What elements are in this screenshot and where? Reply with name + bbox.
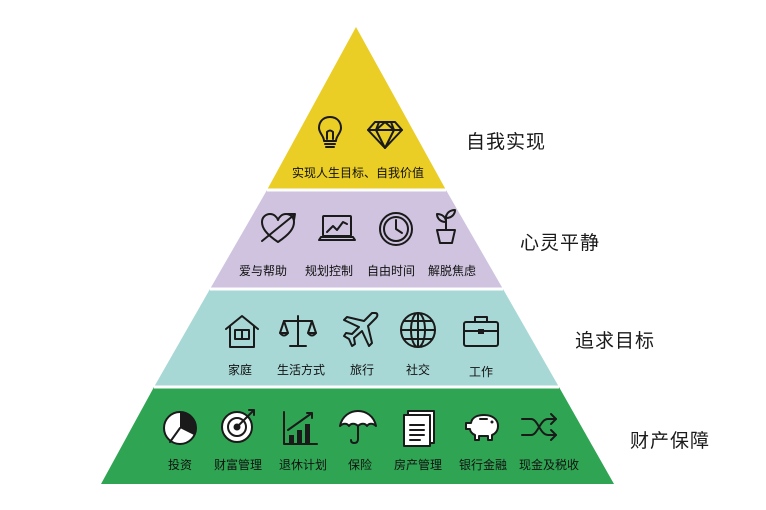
label-property-management: 房产管理 xyxy=(393,458,443,472)
label-family: 家庭 xyxy=(227,363,253,377)
clock-icon xyxy=(376,209,416,249)
tier-4-title: 财产保障 xyxy=(630,430,711,452)
label-work: 工作 xyxy=(468,365,494,379)
label-free-time: 自由时间 xyxy=(366,264,416,278)
label-investment: 投资 xyxy=(167,458,193,472)
label-travel: 旅行 xyxy=(349,363,375,377)
label-love-help: 爱与帮助 xyxy=(238,264,288,278)
label-retirement-plan: 退休计划 xyxy=(278,458,328,472)
airplane-icon xyxy=(342,309,382,349)
pie-chart-icon xyxy=(160,407,200,447)
heart-arrow-icon xyxy=(258,208,298,248)
label-cash-tax: 现金及税收 xyxy=(518,458,580,472)
piggy-bank-icon xyxy=(462,407,502,447)
umbrella-icon xyxy=(338,406,378,446)
briefcase-icon xyxy=(461,311,501,351)
tier-1-caption: 实现人生目标、自我价值 xyxy=(291,166,425,180)
document-icon xyxy=(400,408,440,448)
shuffle-icon xyxy=(520,407,560,447)
tier-2-title: 心灵平静 xyxy=(520,232,601,254)
label-lifestyle: 生活方式 xyxy=(276,363,326,377)
tier-3-band xyxy=(154,289,559,387)
label-wealth-management: 财富管理 xyxy=(213,458,263,472)
globe-icon xyxy=(398,310,438,350)
label-banking-finance: 银行金融 xyxy=(458,458,508,472)
house-icon xyxy=(222,311,262,351)
target-icon xyxy=(219,405,259,445)
diamond-icon xyxy=(365,113,405,153)
laptop-chart-icon xyxy=(317,208,357,248)
bar-chart-icon xyxy=(280,408,320,448)
potted-plant-icon xyxy=(426,206,466,246)
label-insurance: 保险 xyxy=(347,458,373,472)
label-planning-control: 规划控制 xyxy=(304,264,354,278)
lightbulb-icon xyxy=(310,112,350,152)
label-social: 社交 xyxy=(405,363,431,377)
label-relieve-anxiety: 解脱焦虑 xyxy=(427,264,477,278)
tier-1-band xyxy=(267,27,446,190)
tier-3-title: 追求目标 xyxy=(575,330,656,352)
tier-1-title: 自我实现 xyxy=(466,131,547,153)
scales-icon xyxy=(278,311,318,351)
